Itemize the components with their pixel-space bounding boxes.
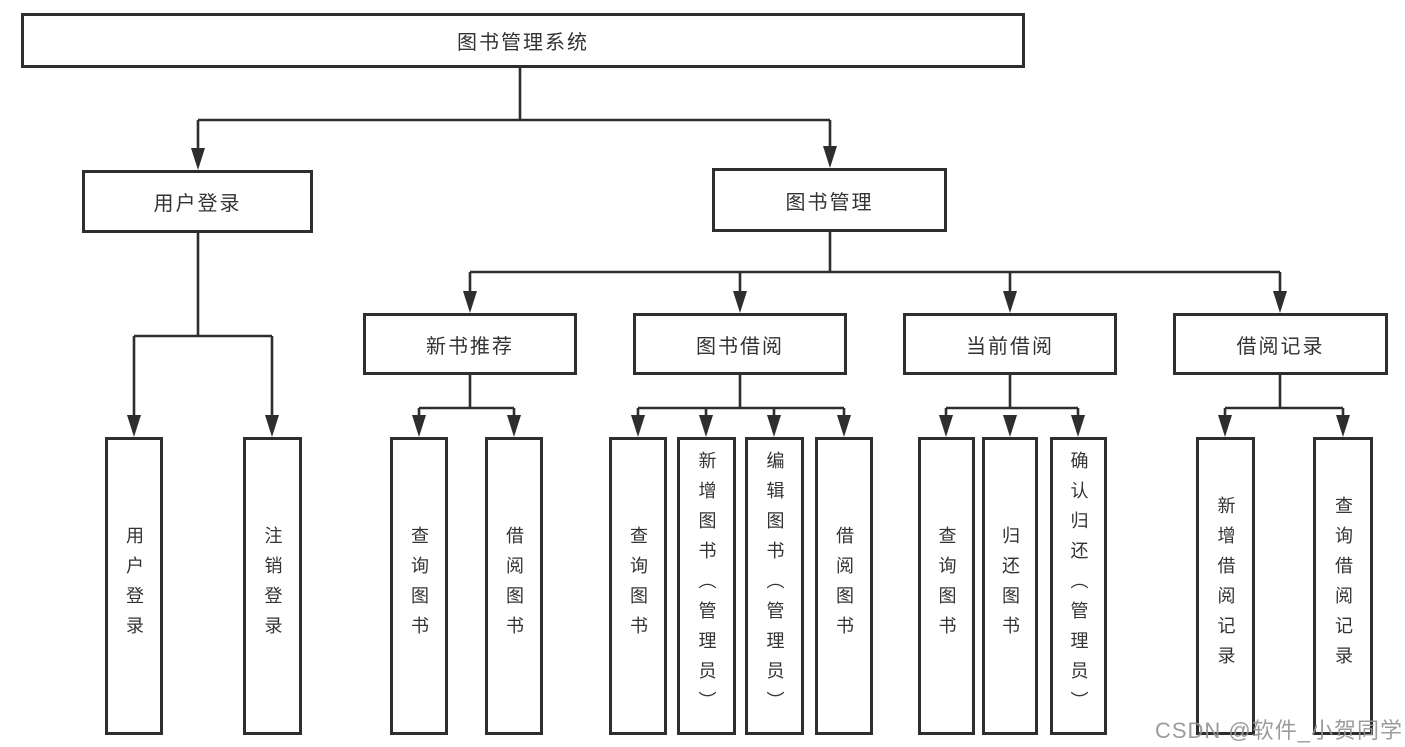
leaf-add-book-admin-label: 新增图书（管理员） [696, 451, 717, 721]
leaf-edit-book-admin-label: 编辑图书（管理员） [764, 451, 785, 721]
node-book-management-label: 图书管理 [785, 191, 874, 214]
connector-book-management-to-level3 [463, 232, 1287, 313]
node-root: 图书管理系统 [21, 13, 1025, 68]
leaf-edit-book-admin: 编辑图书（管理员） [745, 437, 804, 735]
node-user-login-label: 用户登录 [153, 193, 242, 215]
connector-book-borrow-group [631, 375, 851, 437]
arrowhead-leaf-logout [265, 415, 279, 437]
connector-user-login-group [127, 233, 279, 437]
connector-current-borrow-group [939, 375, 1085, 437]
node-book-borrow-label: 图书借阅 [696, 335, 784, 358]
leaf-add-book-admin: 新增图书（管理员） [677, 437, 736, 735]
node-book-borrow: 图书借阅 [633, 313, 847, 375]
node-root-label: 图书管理系统 [457, 32, 589, 54]
connector-new-book-recommend-group [412, 375, 521, 437]
arrowhead-book-management [823, 146, 837, 168]
connector-root-to-level2 [191, 68, 837, 170]
arrowhead-leaf-user-login [127, 415, 141, 437]
leaf-borrow-books-recommend-label: 借阅图书 [504, 526, 524, 646]
leaf-query-borrow-record-label: 查询借阅记录 [1333, 496, 1353, 676]
leaf-user-login: 用户登录 [105, 437, 163, 735]
arrowhead-borrow-records [1273, 291, 1287, 313]
node-borrow-records-label: 借阅记录 [1236, 335, 1325, 358]
leaf-borrow-books: 借阅图书 [815, 437, 873, 735]
leaf-query-books-borrow-label: 查询图书 [628, 526, 648, 646]
leaf-query-books-borrow: 查询图书 [609, 437, 667, 735]
node-borrow-records: 借阅记录 [1173, 313, 1388, 375]
leaf-logout-label: 注销登录 [262, 526, 283, 646]
leaf-borrow-books-label: 借阅图书 [834, 526, 854, 646]
node-current-borrow-label: 当前借阅 [966, 335, 1054, 358]
leaf-confirm-return-admin: 确认归还（管理员） [1050, 437, 1107, 735]
leaf-borrow-books-recommend: 借阅图书 [485, 437, 543, 735]
node-new-book-recommend-label: 新书推荐 [426, 335, 514, 358]
node-new-book-recommend: 新书推荐 [363, 313, 577, 375]
leaf-add-borrow-record: 新增借阅记录 [1196, 437, 1255, 735]
node-user-login: 用户登录 [82, 170, 313, 233]
leaf-query-borrow-record: 查询借阅记录 [1313, 437, 1373, 735]
leaf-add-borrow-record-label: 新增借阅记录 [1215, 496, 1236, 676]
leaf-logout: 注销登录 [243, 437, 302, 735]
leaf-user-login-label: 用户登录 [124, 526, 144, 646]
leaf-query-books-recommend: 查询图书 [390, 437, 448, 735]
node-book-management: 图书管理 [712, 168, 947, 232]
leaf-query-books-recommend-label: 查询图书 [409, 526, 429, 646]
leaf-return-books: 归还图书 [982, 437, 1038, 735]
csdn-watermark: CSDN @软件_小贺同学 [1154, 718, 1403, 743]
leaf-confirm-return-admin-label: 确认归还（管理员） [1068, 451, 1089, 721]
leaf-query-books-current: 查询图书 [918, 437, 975, 735]
arrowhead-user-login [191, 148, 205, 170]
arrowhead-book-borrow [733, 291, 747, 313]
arrowhead-new-book-recommend [463, 291, 477, 313]
connector-borrow-records-group [1218, 375, 1350, 437]
leaf-return-books-label: 归还图书 [1000, 526, 1020, 646]
leaf-query-books-current-label: 查询图书 [936, 526, 957, 646]
node-current-borrow: 当前借阅 [903, 313, 1117, 375]
arrowhead-current-borrow [1003, 291, 1017, 313]
